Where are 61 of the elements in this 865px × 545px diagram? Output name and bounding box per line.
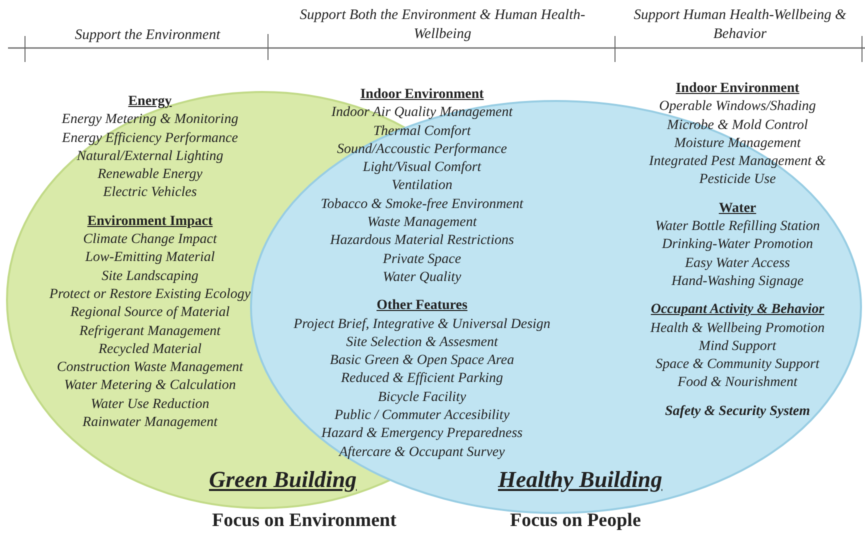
section-header: Support the Environment [74, 26, 222, 45]
feature-item: Recycled Material [98, 340, 202, 359]
circle-title: Green Building [209, 467, 357, 493]
feature-item: Thermal Comfort [373, 122, 471, 141]
feature-item: Tobacco & Smoke-free Environment [320, 196, 524, 214]
section-header: Support Human Health-Wellbeing & Behavior [632, 6, 848, 44]
category-heading: Occupant Activity & Behavior [650, 301, 824, 320]
feature-item: Climate Change Impact [83, 231, 217, 250]
category-heading: Indoor Environment [360, 86, 484, 104]
feature-item: Water Quality [382, 268, 462, 287]
category-heading: Indoor Environment [676, 80, 800, 98]
feature-item: Sound/Accoustic Performance [337, 140, 507, 159]
category-heading: Other Features [376, 297, 468, 316]
category-heading: Safety & Security System [664, 402, 810, 421]
feature-item: Water Use Reduction [90, 396, 210, 414]
feature-item: Reduced & Efficient Parking [340, 370, 504, 388]
feature-item: Rainwater Management [82, 414, 218, 432]
feature-item: Basic Green & Open Space Area [330, 352, 514, 370]
feature-item: Protect or Restore Existing Ecology [49, 286, 251, 304]
category-heading: Water [718, 200, 756, 218]
feature-item: Light/Visual Comfort [362, 159, 482, 178]
feature-item: Natural/External Lighting [76, 148, 224, 166]
feature-item: Mind Support [698, 338, 776, 356]
category-heading: Energy [128, 93, 172, 111]
feature-item: Hazardous Material Restrictions [330, 232, 514, 250]
feature-item: Renewable Energy [98, 166, 202, 184]
feature-item: Space & Community Support [656, 356, 820, 374]
section-header: Support Both the Environment & Human Health-Wellbeing [298, 6, 586, 44]
feature-item: Site Landscaping [102, 268, 198, 286]
feature-item: Moisture Management [674, 134, 801, 153]
feature-item: Hand-Washing Signage [671, 272, 804, 291]
feature-item: Waste Management [367, 214, 477, 232]
feature-item: Private Space [382, 250, 462, 269]
feature-item: Construction Waste Management [56, 359, 244, 378]
feature-item: Bicycle Facility [378, 388, 466, 407]
feature-item: Indoor Air Quality Management [331, 104, 513, 122]
feature-item: Drinking-Water Promotion [662, 236, 813, 254]
feature-item: Aftercare & Occupant Survey [339, 444, 505, 462]
feature-item: Refrigerant Management [79, 322, 221, 341]
feature-item: Ventilation [392, 177, 452, 196]
feature-item: Electric Vehicles [103, 184, 197, 202]
feature-item: Low-Emitting Material [85, 249, 215, 268]
feature-item: Integrated Pest Management & Pesticide Use [648, 153, 827, 190]
feature-item: Operable Windows/Shading [659, 98, 816, 116]
feature-item: Easy Water Access [685, 254, 790, 273]
feature-item: Energy Efficiency Performance [62, 130, 238, 148]
feature-item: Microbe & Mold Control [667, 116, 808, 135]
circle-subtitle: Focus on People [510, 510, 641, 532]
feature-item: Water Bottle Refilling Station [655, 218, 820, 236]
feature-item: Hazard & Emergency Preparedness [321, 425, 523, 444]
feature-item: Project Brief, Integrative & Universal Design [294, 316, 550, 334]
feature-item: Site Selection & Assesment [346, 334, 498, 352]
feature-item: Regional Source of Material [70, 304, 230, 322]
feature-item: Public / Commuter Accesibility [334, 407, 510, 426]
feature-item: Water Metering & Calculation [64, 377, 236, 396]
circle-title: Healthy Building [498, 467, 662, 493]
category-heading: Environment Impact [87, 212, 213, 231]
circle-subtitle: Focus on Environment [212, 510, 396, 532]
feature-item: Food & Nourishment [678, 374, 798, 392]
feature-item: Health & Wellbeing Promotion [650, 320, 825, 338]
feature-item: Energy Metering & Monitoring [62, 111, 238, 130]
